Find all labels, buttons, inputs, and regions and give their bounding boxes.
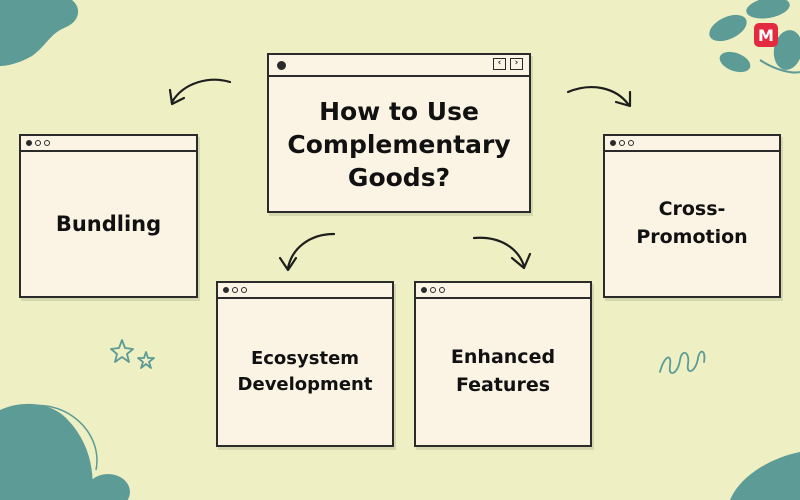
title-line: Complementary [287, 129, 511, 159]
window-titlebar [416, 283, 590, 299]
node-enhanced-features: Enhanced Features [414, 281, 592, 447]
node-label: Promotion [636, 226, 748, 248]
node-label: Enhanced [450, 346, 556, 369]
window-titlebar [218, 283, 392, 299]
window-dot-icon [439, 287, 445, 293]
window-dot-icon [619, 140, 625, 146]
decorative-leaves [709, 0, 800, 74]
window-dot-icon [232, 287, 238, 293]
node-label: Bundling [55, 211, 162, 236]
window-titlebar [605, 136, 779, 152]
window-dot-icon [421, 287, 427, 293]
decorative-blob [0, 0, 79, 66]
window-dot-icon [430, 287, 436, 293]
star-icon [110, 339, 155, 369]
window-dot-icon [44, 140, 50, 146]
node-label: Development [237, 374, 373, 395]
node-ecosystem-development: Ecosystem Development [216, 281, 394, 447]
window-dot-icon [35, 140, 41, 146]
arrow-icon [278, 232, 336, 272]
decorative-blob [730, 452, 800, 500]
title-card: ‹ › How to Use Complementary Goods? [267, 53, 531, 213]
title-line: Goods? [347, 162, 451, 192]
window-titlebar: ‹ › [269, 55, 529, 77]
node-label: Ecosystem [250, 347, 360, 369]
decorative-blob [0, 403, 93, 500]
title-text: How to Use Complementary Goods? [269, 77, 529, 211]
node-label: Cross- [658, 198, 726, 221]
decorative-blob [86, 474, 130, 500]
window-dot-icon [610, 140, 616, 146]
node-cross-promotion: Cross- Promotion [603, 134, 781, 298]
chevron-right-icon: › [510, 58, 523, 70]
chevron-left-icon: ‹ [493, 58, 506, 70]
squiggle-icon [659, 350, 706, 374]
window-dot-icon [628, 140, 634, 146]
node-label: Features [455, 374, 551, 396]
window-dot-icon [223, 287, 229, 293]
node-bundling: Bundling [19, 134, 198, 298]
window-dot-icon [277, 60, 286, 70]
arrow-icon [472, 236, 532, 270]
arrow-icon [566, 86, 632, 108]
window-dot-icon [26, 140, 32, 146]
title-line: How to Use [319, 96, 479, 126]
arrow-icon [168, 78, 232, 106]
window-titlebar [21, 136, 196, 152]
brand-logo: M [754, 23, 778, 47]
window-dot-icon [241, 287, 247, 293]
